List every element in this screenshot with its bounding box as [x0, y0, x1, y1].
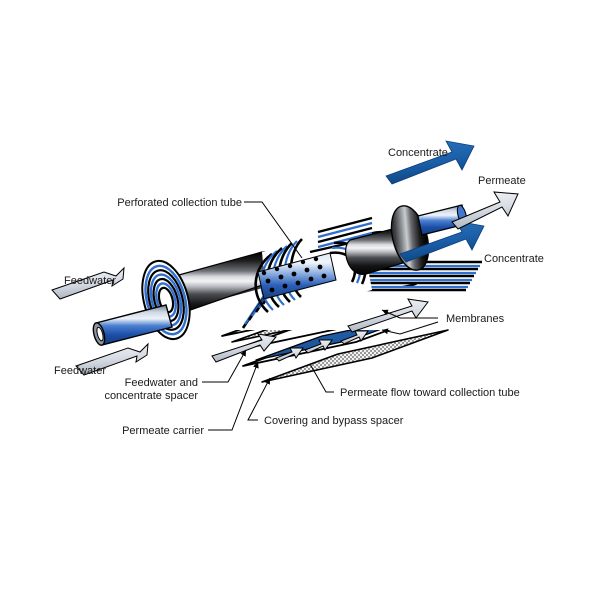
label-permeate: Permeate	[478, 175, 526, 187]
feedwater-arrow-upper	[51, 266, 125, 300]
label-perforated-collection-tube: Perforated collection tube	[117, 197, 242, 209]
casing-right-barrel	[345, 205, 430, 275]
collection-tube-left-end	[92, 304, 173, 346]
stack-flow-arrow	[347, 298, 429, 333]
label-permeate-carrier: Permeate carrier	[122, 425, 204, 437]
label-membranes: Membranes	[446, 313, 505, 325]
perforated-collection-tube	[257, 252, 337, 300]
label-feedwater-concentrate-spacer-line2: concentrate spacer	[104, 390, 198, 402]
membrane-element-body	[92, 204, 468, 346]
text-labels: Perforated collection tube Feedwater Fee…	[54, 147, 544, 437]
flow-arrows	[51, 140, 519, 376]
label-concentrate-upper: Concentrate	[388, 147, 448, 159]
leader-membranes-2	[381, 321, 439, 335]
leader-permeate-flow	[309, 363, 334, 393]
stack-feed-arrow	[211, 333, 277, 363]
concentrate-arrow-upper	[385, 140, 475, 185]
leader-perforated-collection-tube	[244, 201, 303, 259]
label-feedwater-concentrate-spacer-line1: Feedwater and	[125, 377, 198, 389]
leader-lines	[202, 201, 439, 431]
label-feedwater-lower: Feedwater	[54, 365, 106, 377]
label-permeate-flow: Permeate flow toward collection tube	[340, 387, 520, 399]
permeate-flow-arrows	[275, 330, 369, 362]
spiral-winding-stripes-right	[309, 216, 373, 254]
permeate-arrow	[451, 191, 519, 230]
concentrate-arrow-lower	[399, 220, 485, 263]
leader-membranes	[381, 309, 438, 319]
leader-feedwater-spacer	[202, 349, 247, 383]
leader-permeate-carrier	[208, 361, 259, 431]
leader-covering-bypass-spacer	[247, 377, 271, 421]
label-feedwater-upper: Feedwater	[64, 275, 116, 287]
cutaway-section	[254, 216, 373, 318]
label-covering-and-bypass-spacer: Covering and bypass spacer	[264, 415, 404, 427]
feedwater-arrow-lower	[75, 342, 149, 376]
label-concentrate-lower: Concentrate	[484, 253, 544, 265]
covering-and-bypass-spacer-sheet	[261, 329, 449, 383]
